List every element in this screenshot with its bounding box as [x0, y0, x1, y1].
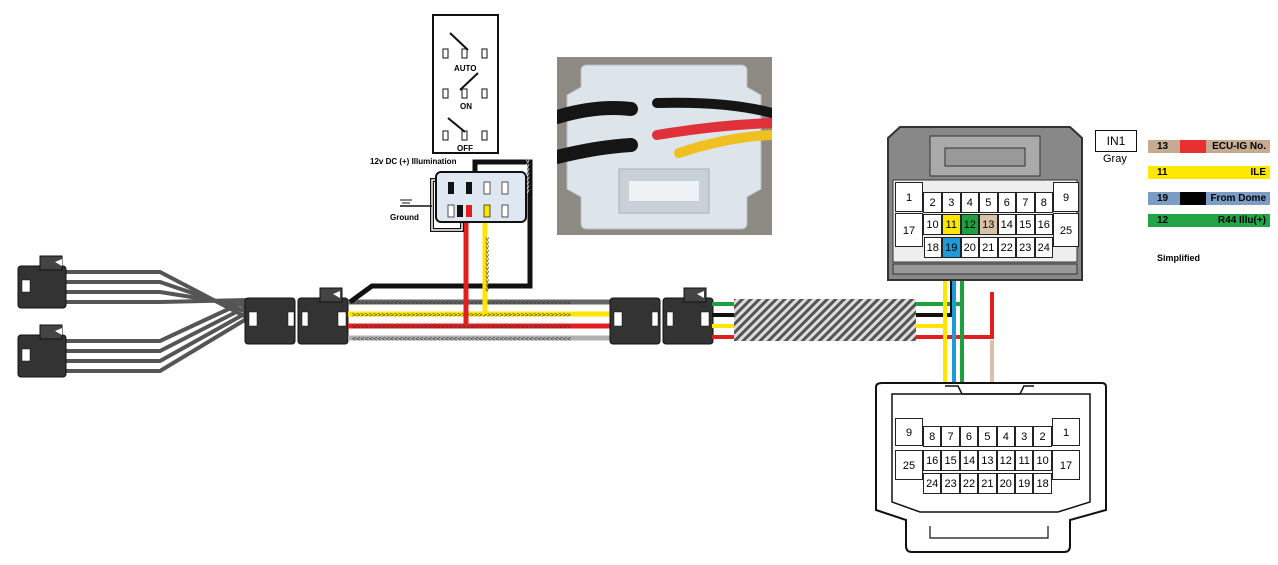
lower-pin-19: 19 [1015, 473, 1034, 494]
svg-text:<<<<<<<<<<<<<<<<<<<<<<<<<<<<<<: <<<<<<<<<<<<<<<<<<<<<<<<<<<<<<<<<<<<<<<<… [352, 299, 571, 307]
lower-pin-7: 7 [941, 426, 960, 447]
ground-label: Ground [390, 213, 419, 222]
legend-text: From Dome [1210, 193, 1266, 204]
legend-text: R44 Illu(+) [1217, 215, 1266, 226]
upper-pin-24: 24 [1034, 237, 1053, 258]
upper-pin-25: 25 [1053, 213, 1079, 247]
lower-pin-9: 9 [895, 418, 923, 446]
braided-sleeve [734, 299, 916, 341]
lower-pin-8: 8 [923, 426, 942, 447]
lower-pin-18: 18 [1033, 473, 1052, 494]
lower-pin-24: 24 [923, 473, 942, 494]
lower-pin-2: 2 [1033, 426, 1052, 447]
svg-text:<<<<<<<<<<<<<<<<: <<<<<<<<<<<<<<<< [524, 126, 532, 193]
rocker-switch [432, 14, 499, 154]
upper-pin-10: 10 [923, 214, 942, 235]
legend-row-12: 12 R44 Illu(+) [1148, 214, 1270, 227]
legend-row-13: 13 ECU-IG No. [1148, 140, 1270, 153]
lower-pin-12: 12 [996, 450, 1015, 471]
upper-pin-15: 15 [1016, 214, 1035, 235]
upper-pin-12: 12 [960, 214, 979, 235]
legend-accent-13 [1180, 140, 1206, 153]
switch-position-on [442, 72, 488, 99]
lower-pin-20: 20 [996, 473, 1015, 494]
in1-label: IN1 [1095, 130, 1137, 152]
left-connector-top [17, 255, 67, 309]
upper-pin-7: 7 [1016, 192, 1035, 213]
tap-arrows-yellow: >>>>>>>>>>>>> [483, 237, 491, 292]
svg-text:>>>>>>>>>>>>>: >>>>>>>>>>>>> [483, 237, 491, 292]
lower-pin-17: 17 [1052, 450, 1080, 480]
legend-text: ILE [1250, 167, 1266, 178]
lower-pin-3: 3 [1015, 426, 1034, 447]
middle-right-connector-pair [609, 287, 714, 345]
main-wire-bundle [348, 299, 612, 341]
switch-position-auto [442, 32, 488, 59]
lower-pin-16: 16 [923, 450, 942, 471]
svg-text:>>>>>>>>>>>>>>>>>>>>>>>>>>>>>>: >>>>>>>>>>>>>>>>>>>>>>>>>>>>>>>>>>>>>>>>… [352, 311, 571, 319]
upper-pin-13: 13 [979, 214, 998, 235]
lower-pin-23: 23 [941, 473, 960, 494]
tail-wires [712, 302, 735, 339]
simplified-label: Simplified [1157, 253, 1201, 263]
lower-pin-6: 6 [959, 426, 979, 447]
lower-pin-13: 13 [978, 450, 997, 471]
upper-pin-2: 2 [923, 192, 942, 213]
upper-pin-5: 5 [979, 192, 998, 213]
connector-photo-illustration [557, 57, 772, 235]
legend-number: 19 [1157, 193, 1169, 204]
upper-pin-18: 18 [923, 237, 942, 258]
upper-pin-22: 22 [997, 237, 1016, 258]
upper-pin-23: 23 [1016, 237, 1035, 258]
legend-number: 11 [1157, 167, 1168, 178]
left-harness-wires [65, 270, 250, 373]
lower-pin-25: 25 [895, 450, 923, 480]
lower-pin-14: 14 [959, 450, 979, 471]
lower-pin-22: 22 [959, 473, 979, 494]
upper-pin-17: 17 [895, 213, 923, 247]
legend-row-19: 19 From Dome [1148, 192, 1270, 205]
tap-arrows: <<<<<<<<<<<<<<<< [524, 126, 532, 193]
legend-text: ECU-IG No. [1212, 141, 1266, 152]
upper-pin-1: 1 [895, 182, 923, 212]
lower-pin-5: 5 [978, 426, 997, 447]
switch-label-on: ON [460, 102, 472, 111]
upper-pin-3: 3 [942, 192, 961, 213]
upper-pin-21: 21 [979, 237, 998, 258]
lower-pin-1: 1 [1052, 418, 1080, 446]
lower-pin-15: 15 [941, 450, 960, 471]
lower-pin-11: 11 [1015, 450, 1034, 471]
legend-number: 13 [1157, 141, 1169, 152]
switch-connector [435, 171, 527, 223]
ground-wire [400, 178, 464, 232]
left-connector-bottom [17, 324, 67, 378]
legend-row-11: 11 ILE [1148, 166, 1270, 179]
upper-pin-14: 14 [997, 214, 1016, 235]
upper-pin-8: 8 [1034, 192, 1053, 213]
lower-pin-21: 21 [978, 473, 997, 494]
middle-left-connector-pair [244, 287, 349, 345]
svg-text:>>>>>>>>>>>>>>>>>>>>>>>>>>>>>>: >>>>>>>>>>>>>>>>>>>>>>>>>>>>>>>>>>>>>>>>… [352, 323, 571, 331]
svg-text:<<<<<<<<<<<<<<<<<<<<<<<<<<<<<<: <<<<<<<<<<<<<<<<<<<<<<<<<<<<<<<<<<<<<<<<… [352, 335, 571, 343]
upper-pin-11: 11 [942, 214, 961, 235]
gray-label: Gray [1103, 153, 1127, 165]
switch-position-off [442, 117, 488, 141]
lower-pin-4: 4 [996, 426, 1015, 447]
lower-pin-10: 10 [1033, 450, 1052, 471]
legend-number: 12 [1157, 215, 1169, 226]
wire-direction-arrows: <<<<<<<<<<<<<<<<<<<<<<<<<<<<<<<<<<<<<<<<… [352, 299, 571, 343]
upper-pin-20: 20 [960, 237, 979, 258]
upper-pin-4: 4 [960, 192, 979, 213]
upper-pin-16: 16 [1034, 214, 1053, 235]
connector-photo [557, 57, 772, 235]
switch-label-auto: AUTO [454, 64, 477, 73]
upper-pin-9: 9 [1053, 182, 1079, 212]
switch-label-off: OFF [457, 144, 473, 153]
legend-accent-19 [1180, 192, 1206, 205]
upper-pin-6: 6 [997, 192, 1016, 213]
upper-pin-19: 19 [942, 237, 961, 258]
illumination-label: 12v DC (+) Illumination [370, 157, 457, 166]
